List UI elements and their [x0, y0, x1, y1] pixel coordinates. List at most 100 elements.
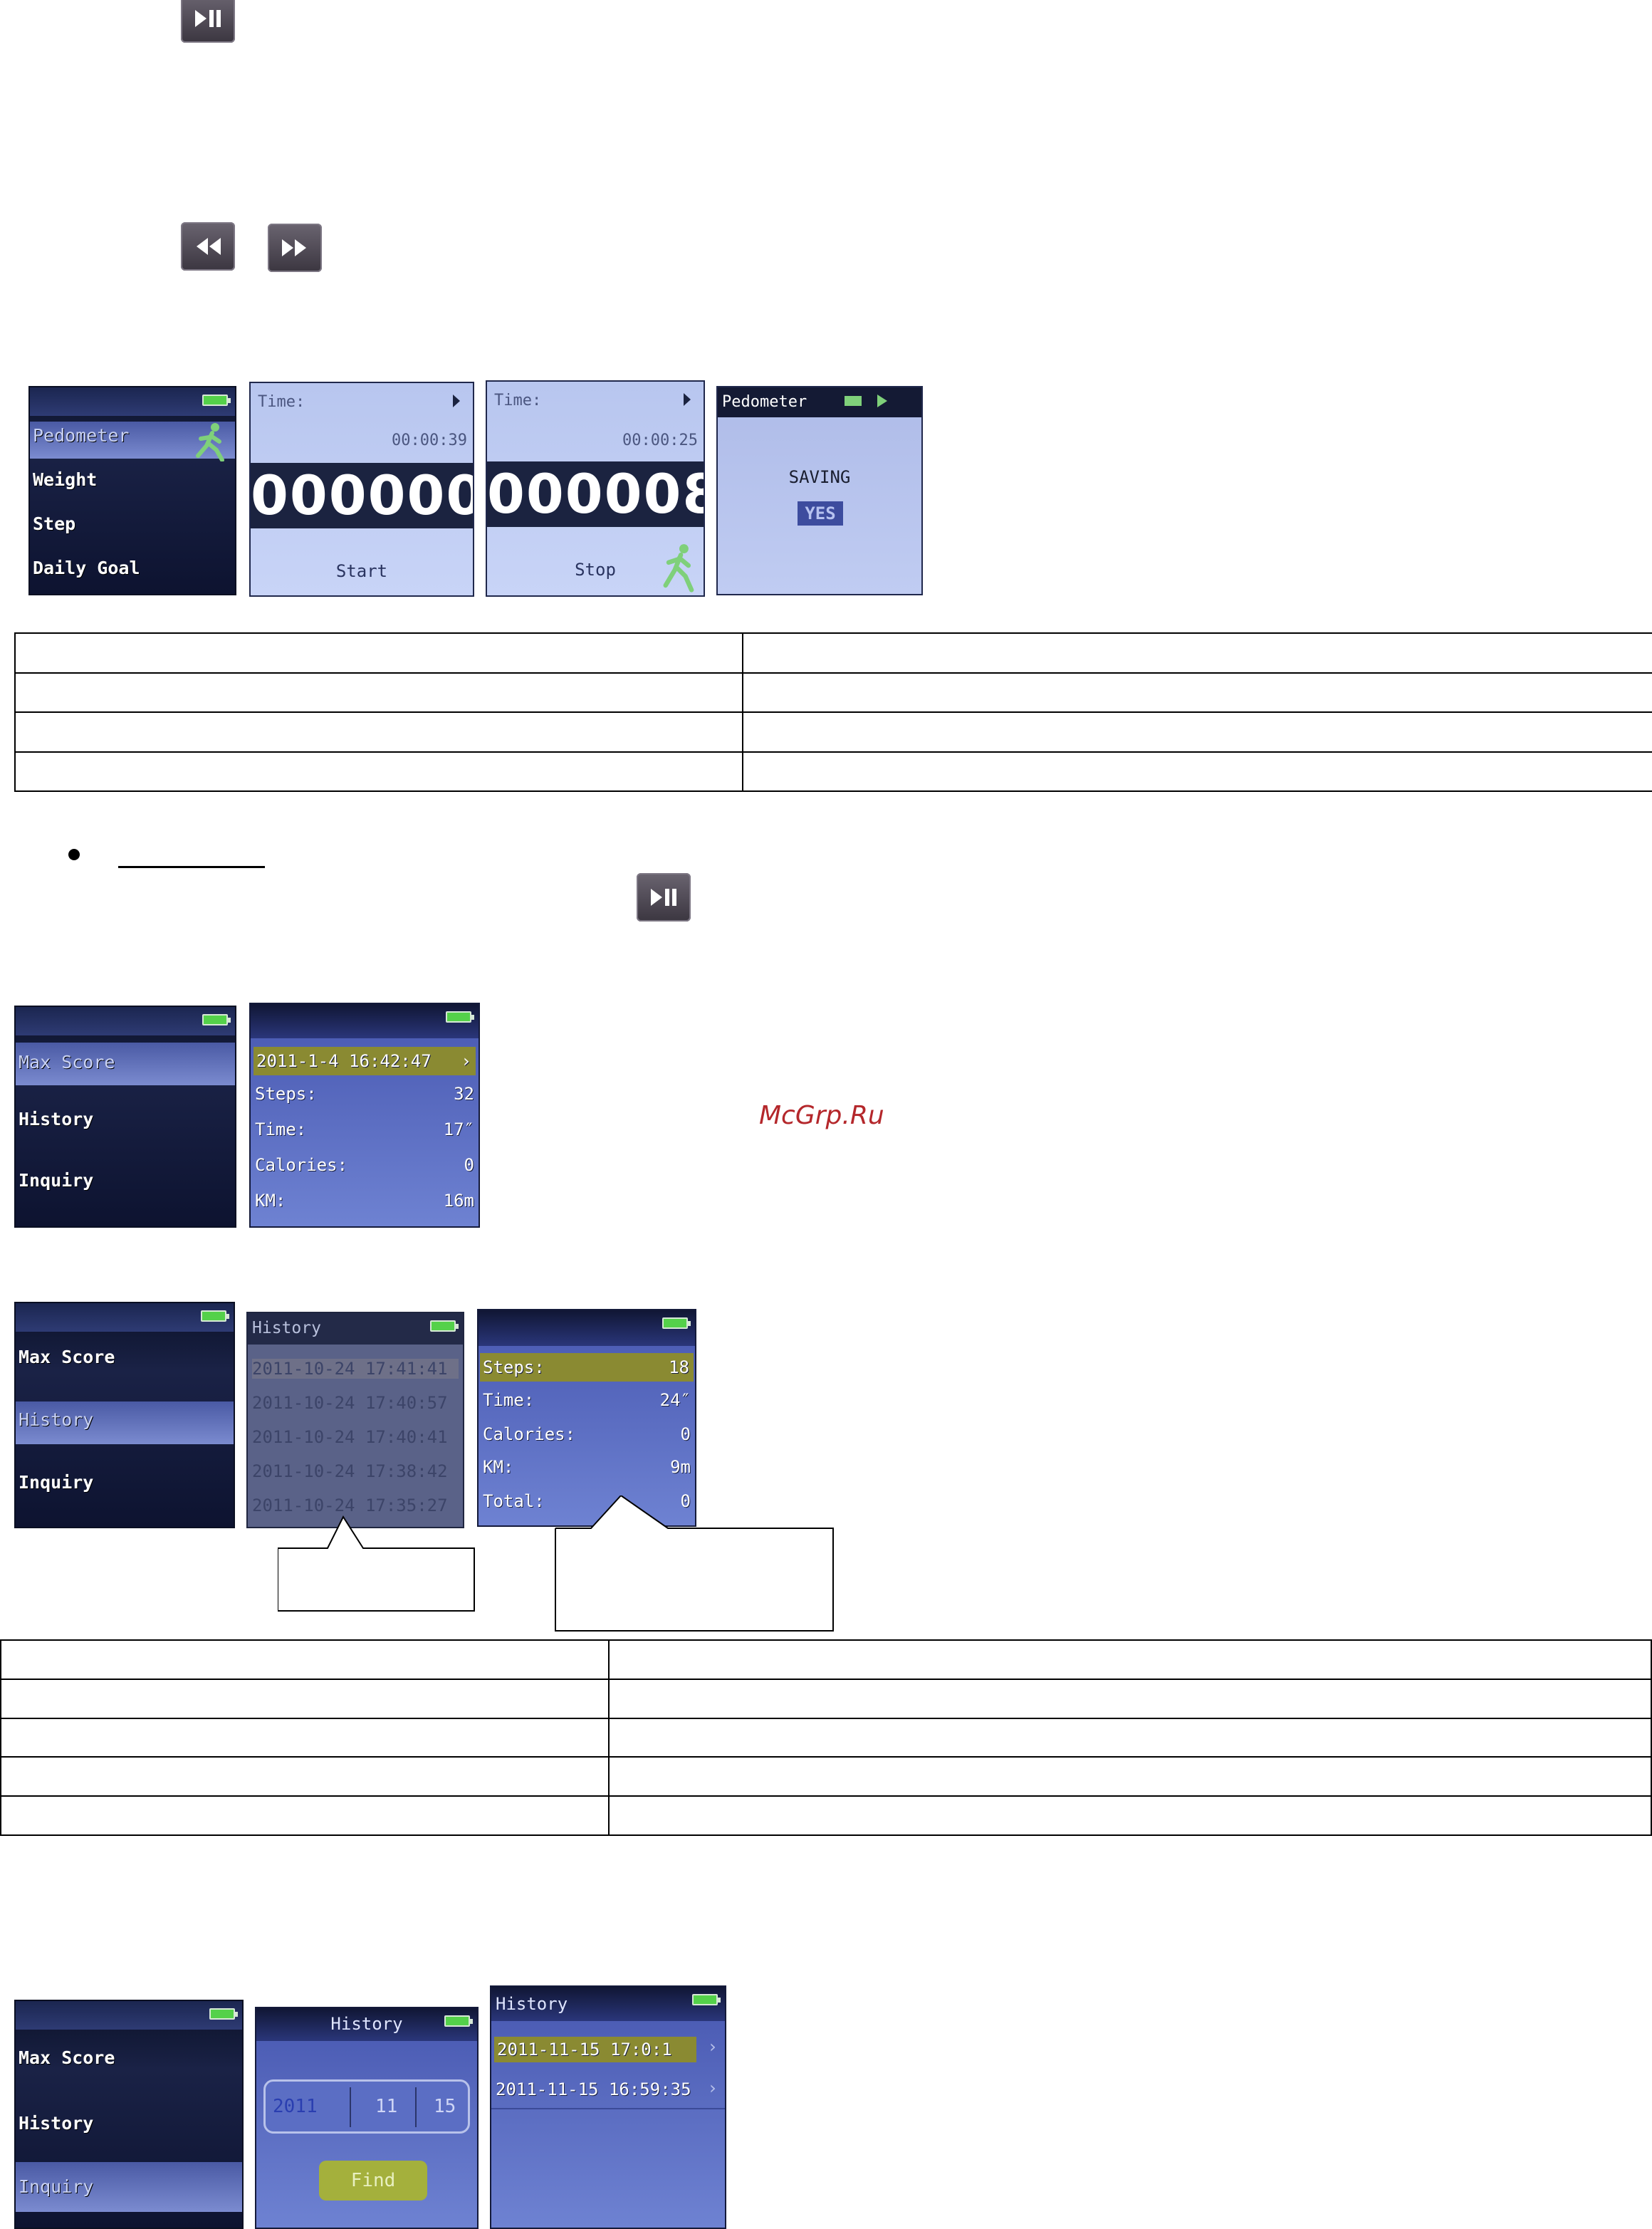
list-item: KM:9m	[483, 1457, 691, 1477]
history-list-screen: History 2011-10-24 17:41:41 2011-10-24 1…	[246, 1312, 464, 1528]
table-row	[14, 751, 1652, 792]
step-count: 000008	[487, 461, 705, 527]
menu-item-history[interactable]: History	[19, 1109, 94, 1129]
max-score-detail-screen: 2011-1-4 16:42:47 › Steps:32 Time:17″ Ca…	[249, 1003, 480, 1228]
list-item[interactable]: 2011-10-24 17:40:41	[252, 1427, 448, 1447]
list-item[interactable]: 2011-10-24 17:38:42	[252, 1461, 448, 1481]
timer-stop-screen: Time: 00:00:25 000008 Stop	[486, 380, 705, 597]
dialog-title: Pedometer	[722, 393, 807, 411]
find-button[interactable]: Find	[319, 2161, 427, 2201]
menu-item-max-score[interactable]: Max Score	[16, 1043, 235, 1085]
battery-icon	[446, 1011, 474, 1023]
history-title: History	[252, 1319, 321, 1337]
stop-label[interactable]: Stop	[575, 560, 616, 580]
list-item: Calories:0	[255, 1155, 474, 1175]
saving-message: SAVING	[788, 467, 851, 487]
menu-item-max-score[interactable]: Max Score	[19, 2047, 115, 2068]
battery-icon	[202, 395, 231, 406]
history-menu-screen: Max Score History Inquiry	[14, 1302, 235, 1528]
menu-item-inquiry[interactable]: Inquiry	[19, 1472, 94, 1493]
menu-item-step[interactable]: Step	[33, 513, 76, 534]
callout-pointers	[278, 1495, 834, 1632]
list-item: KM:16m	[255, 1191, 474, 1211]
menu-item-weight[interactable]: Weight	[33, 469, 98, 490]
table-row	[14, 632, 1652, 674]
battery-icon	[430, 1320, 459, 1332]
play-arrow-icon	[877, 395, 887, 407]
list-item[interactable]: 2011-10-24 17:41:41	[252, 1359, 459, 1379]
callout-box-2	[555, 1528, 833, 1631]
rewind-icon	[181, 222, 235, 271]
runner-icon	[658, 543, 701, 593]
runner-icon	[191, 422, 231, 462]
underlined-heading	[118, 866, 265, 868]
month-field[interactable]: 11	[375, 2096, 398, 2117]
year-field[interactable]: 2011	[273, 2096, 318, 2117]
menu-item-history[interactable]: History	[16, 1401, 234, 1444]
chevron-right-icon: ›	[707, 2078, 718, 2098]
battery-icon	[201, 1310, 229, 1322]
menu-item-inquiry[interactable]: Inquiry	[19, 1170, 94, 1191]
play-pause-icon	[181, 0, 235, 43]
saving-dialog-screen: Pedometer SAVING YES	[716, 386, 923, 595]
fast-forward-icon	[268, 224, 322, 272]
play-pause-icon	[637, 873, 691, 922]
table-row	[0, 1717, 1652, 1758]
list-item: Time:24″	[483, 1390, 691, 1410]
battery-icon	[209, 2008, 238, 2020]
results-title: History	[496, 1994, 568, 2014]
inquiry-results-screen: History 2011-11-15 17:0:1 › 2011-11-15 1…	[490, 1985, 726, 2229]
menu-item-inquiry[interactable]: Inquiry	[16, 2162, 242, 2212]
history-detail-screen: Steps:18 Time:24″ Calories:0 KM:9m Total…	[477, 1309, 696, 1527]
battery-icon	[444, 2015, 473, 2027]
inquiry-find-screen: History 2011 11 15 Find	[255, 2007, 479, 2229]
date-picker[interactable]: 2011 11 15	[263, 2079, 470, 2134]
watermark: McGrp.Ru	[759, 1101, 884, 1130]
table-row	[0, 1639, 1652, 1680]
menu-item-history[interactable]: History	[19, 2113, 94, 2134]
score-date[interactable]: 2011-1-4 16:42:47 ›	[253, 1047, 476, 1075]
list-item[interactable]: 2011-10-24 17:35:27	[252, 1495, 448, 1515]
menu-item-daily-goal[interactable]: Daily Goal	[33, 558, 140, 578]
time-value: 00:00:25	[622, 432, 698, 449]
chevron-right-icon: ›	[461, 1051, 471, 1071]
timer-start-screen: Time: 00:00:39 000000 Start	[249, 382, 474, 597]
list-item: Calories:0	[483, 1424, 691, 1444]
list-item: Steps:32	[255, 1084, 474, 1104]
list-item[interactable]: 2011-10-24 17:40:57	[252, 1393, 448, 1413]
table-1	[14, 632, 1652, 792]
table-row	[0, 1756, 1652, 1797]
table-row	[0, 1795, 1652, 1836]
list-item: Total:0	[483, 1491, 691, 1511]
yes-button[interactable]: YES	[798, 501, 843, 526]
time-label: Time:	[258, 393, 305, 411]
play-arrow-icon	[684, 393, 691, 406]
play-arrow-icon	[453, 395, 460, 407]
step-count: 000000	[251, 463, 474, 528]
list-item[interactable]: Steps:18	[480, 1353, 694, 1382]
max-score-menu-screen: Max Score History Inquiry	[14, 1006, 236, 1228]
score-date-text: 2011-1-4 16:42:47	[256, 1051, 432, 1071]
callout-box-1	[278, 1548, 474, 1611]
shoe-icon	[845, 396, 862, 406]
inquiry-title: History	[330, 2014, 403, 2034]
list-item[interactable]: 2011-11-15 17:0:1	[494, 2037, 696, 2062]
battery-icon	[202, 1014, 231, 1025]
list-item[interactable]: 2011-11-15 16:59:35	[496, 2079, 691, 2099]
battery-icon	[662, 1317, 691, 1329]
inquiry-menu-screen: Max Score History Inquiry	[14, 2000, 244, 2229]
bullet	[68, 849, 80, 860]
table-row	[0, 1678, 1652, 1719]
menu-item-max-score[interactable]: Max Score	[19, 1347, 115, 1367]
table-2	[0, 1639, 1652, 1836]
chevron-right-icon: ›	[707, 2037, 718, 2057]
day-field[interactable]: 15	[434, 2096, 456, 2117]
list-item: Time:17″	[255, 1119, 474, 1139]
time-value: 00:00:39	[392, 432, 467, 449]
battery-icon	[692, 1994, 721, 2005]
table-row	[14, 672, 1652, 713]
start-label[interactable]: Start	[335, 561, 388, 581]
time-label: Time:	[494, 392, 542, 409]
table-row	[14, 711, 1652, 753]
pedometer-menu-screen: Pedometer Weight Step Daily Goal	[28, 386, 236, 595]
